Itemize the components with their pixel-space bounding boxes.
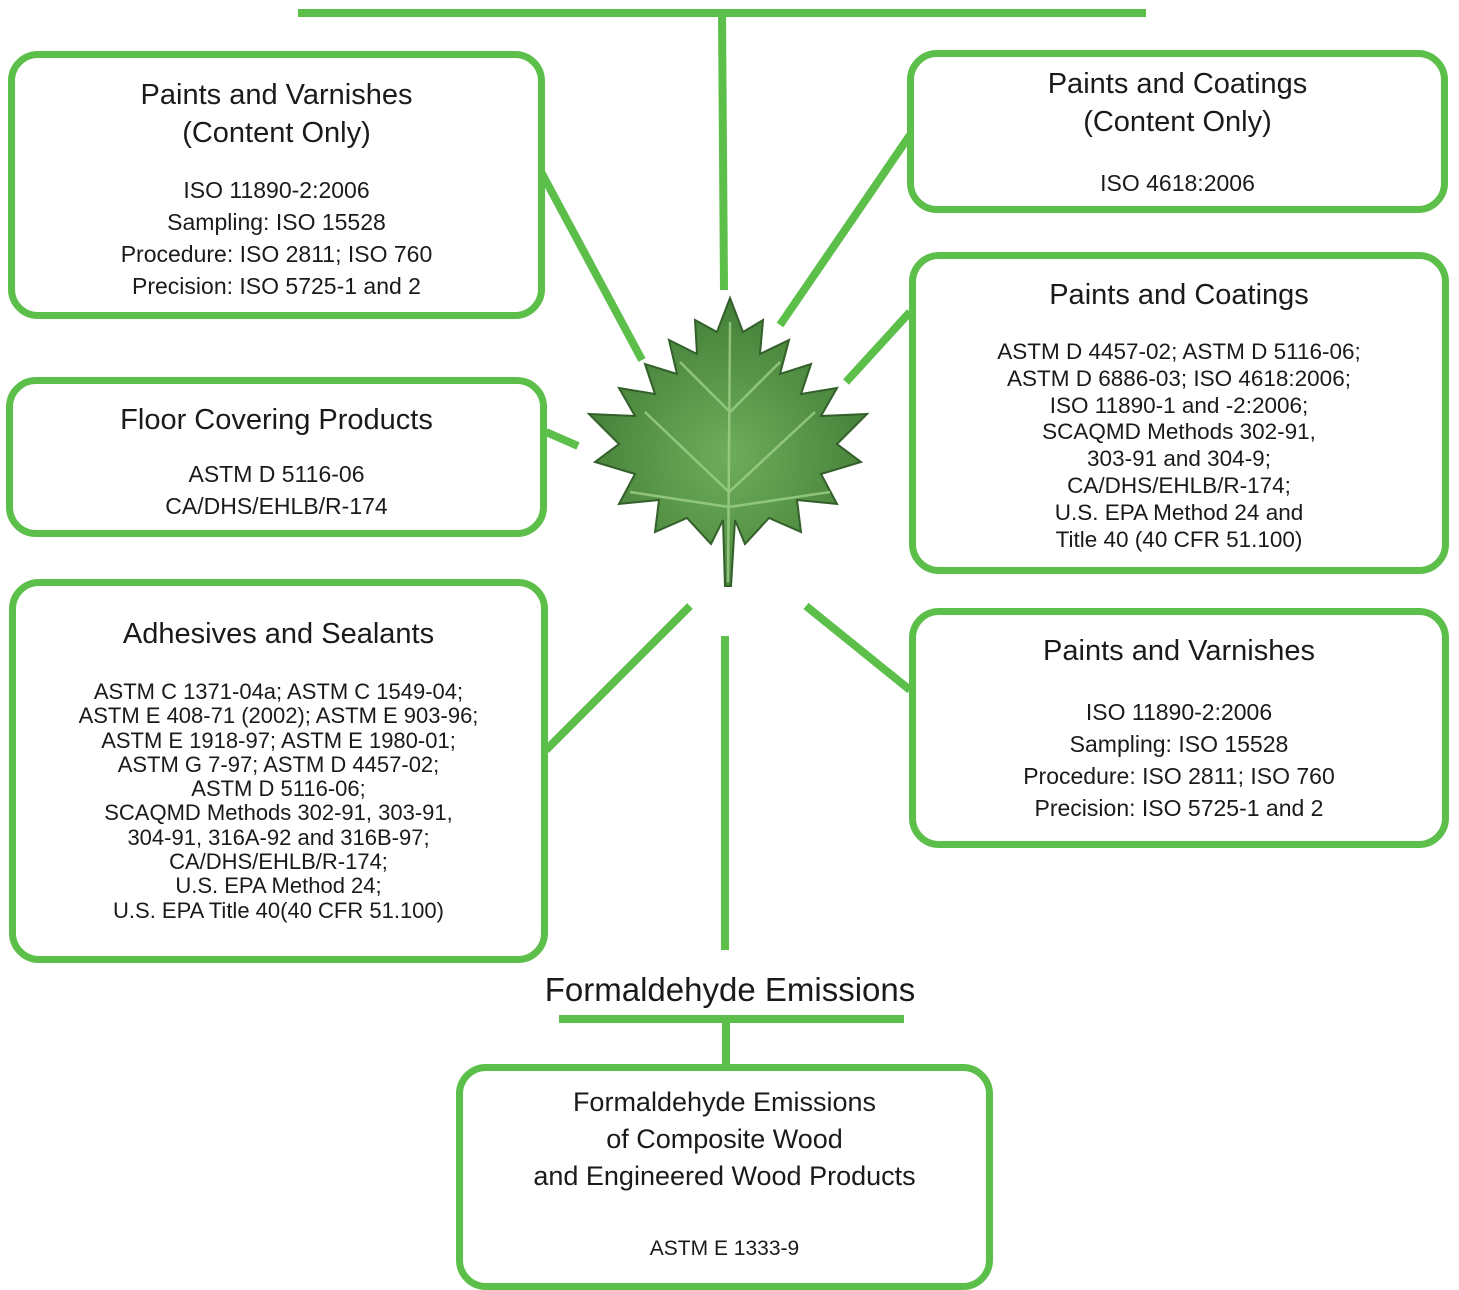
maple-leaf-icon <box>586 295 870 587</box>
box-adhesives-sealants: Adhesives and Sealants ASTM C 1371-04a; … <box>9 579 548 963</box>
box-standards: ISO 4618:2006 <box>1100 170 1255 196</box>
box-title: Adhesives and Sealants <box>122 618 435 650</box>
box-formaldehyde-composite-wood: Formaldehyde Emissions of Composite Wood… <box>456 1064 993 1290</box>
connector-adhesives <box>543 603 693 753</box>
box-floor-covering-products: Floor Covering Products ASTM D 5116-06 C… <box>6 377 547 537</box>
connector-paints-coatings <box>843 309 913 385</box>
box-paints-varnishes-content-only: Paints and Varnishes (Content Only) ISO … <box>8 51 545 319</box>
box-paints-coatings: Paints and Coatings ASTM D 4457-02; ASTM… <box>909 252 1449 574</box>
box-paints-varnishes: Paints and Varnishes ISO 11890-2:2006 Sa… <box>909 608 1449 848</box>
box-standards: ASTM C 1371-04a; ASTM C 1549-04; ASTM E … <box>78 679 479 923</box>
section-title-formaldehyde: Formaldehyde Emissions <box>544 971 916 1008</box>
box-standards: ASTM D 4457-02; ASTM D 5116-06; ASTM D 6… <box>997 339 1361 552</box>
box-paints-coatings-content-only: Paints and Coatings (Content Only) ISO 4… <box>907 50 1448 213</box>
box-title: Formaldehyde Emissions of Composite Wood… <box>533 1087 916 1191</box>
box-standards: ASTM D 5116-06 CA/DHS/EHLB/R-174 <box>165 461 388 519</box>
box-title: Paints and Varnishes (Content Only) <box>140 79 413 149</box>
box-title: Paints and Coatings <box>1049 279 1309 311</box>
connector-paints-coatings-content <box>776 132 914 328</box>
box-standards: ISO 11890-2:2006 Sampling: ISO 15528 Pro… <box>1023 699 1335 821</box>
connector-floor-covering <box>544 428 580 450</box>
trunk-line-top <box>718 12 728 291</box>
box-title: Floor Covering Products <box>120 404 433 436</box>
box-title: Paints and Coatings (Content Only) <box>1047 68 1308 138</box>
box-title: Paints and Varnishes <box>1043 635 1315 667</box>
connector-paints-varnishes-content <box>536 168 646 362</box>
box-standards: ASTM E 1333-9 <box>649 1237 800 1260</box>
box-standards: ISO 11890-2:2006 Sampling: ISO 15528 Pro… <box>120 177 433 299</box>
connector-paints-varnishes <box>803 602 913 694</box>
